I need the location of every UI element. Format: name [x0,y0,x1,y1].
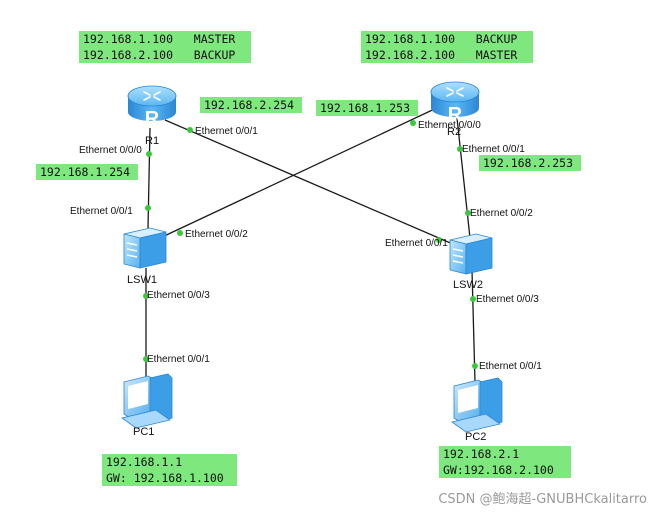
pc1-port-label: Ethernet 0/0/1 [147,354,210,365]
r1-ip-g1: 192.168.2.254 [200,97,302,113]
r2-ip-g0: 192.168.1.253 [316,100,418,116]
port-dot [177,230,183,236]
r2-port-g1-label: Ethernet 0/0/1 [462,144,525,155]
pc1-name: PC1 [133,426,155,438]
port-dot [187,127,193,133]
link-r2-lsw2 [456,117,471,239]
pc2-icon[interactable] [451,377,503,433]
router-r2-icon[interactable]: R [430,81,480,126]
port-dot [470,296,476,302]
r1-port-g1-label: Ethernet 0/0/1 [195,126,258,137]
port-dot [143,356,149,362]
port-dot [472,363,478,369]
lsw2-name: LSW2 [453,279,483,291]
link-r1-lsw1 [147,127,151,229]
r2-vrrp-line2: 192.168.2.100 MASTER [361,47,533,63]
link-r1-lsw2 [164,119,463,249]
pc2-ip: 192.168.2.1 [439,446,571,462]
r1-port-g0-label: Ethernet 0/0/0 [79,145,142,156]
port-dot [410,120,416,126]
r2-port-g0-label: Ethernet 0/0/0 [418,120,481,131]
switch-lsw2-icon[interactable] [449,233,493,275]
port-dot [465,210,471,216]
r2-name: R2 [447,126,462,138]
port-dot [145,205,151,211]
svg-text:R: R [145,108,160,130]
r1-name: R1 [145,135,160,147]
lsw1-port-1-label: Ethernet 0/0/1 [70,206,133,217]
router-r1-icon[interactable]: R [127,85,177,130]
pc2-name: PC2 [465,431,487,443]
r2-vrrp-line1: 192.168.1.100 BACKUP [361,31,533,47]
r2-ip-g1: 192.168.2.253 [479,155,581,171]
pc2-gateway: GW:192.168.2.100 [439,462,571,478]
lsw1-name: LSW1 [127,274,157,286]
r1-vrrp-line1: 192.168.1.100 MASTER [79,31,251,47]
watermark: CSDN @鲍海超-GNUBHCkalitarro [438,492,647,507]
lsw1-port-2-label: Ethernet 0/0/2 [185,229,248,240]
svg-text:R: R [448,104,463,126]
port-dot [457,146,463,152]
pc1-ip: 192.168.1.1 [102,454,237,470]
lsw2-port-1-label: Ethernet 0/0/1 [385,238,448,249]
port-dot [436,237,442,243]
lsw2-port-2-label: Ethernet 0/0/2 [470,208,533,219]
switch-lsw1-icon[interactable] [123,227,167,269]
lsw2-port-3-label: Ethernet 0/0/3 [476,294,539,305]
port-dot [143,293,149,299]
r1-vrrp-line2: 192.168.2.100 BACKUP [79,47,251,63]
pc1-icon[interactable] [121,373,173,429]
pc1-gateway: GW: 192.168.1.100 [102,470,237,486]
link-r2-lsw1 [159,104,444,239]
r1-ip-g0: 192.168.1.254 [36,164,138,180]
pc2-port-label: Ethernet 0/0/1 [479,361,542,372]
port-dot [146,151,152,157]
lsw1-port-3-label: Ethernet 0/0/3 [147,290,210,301]
